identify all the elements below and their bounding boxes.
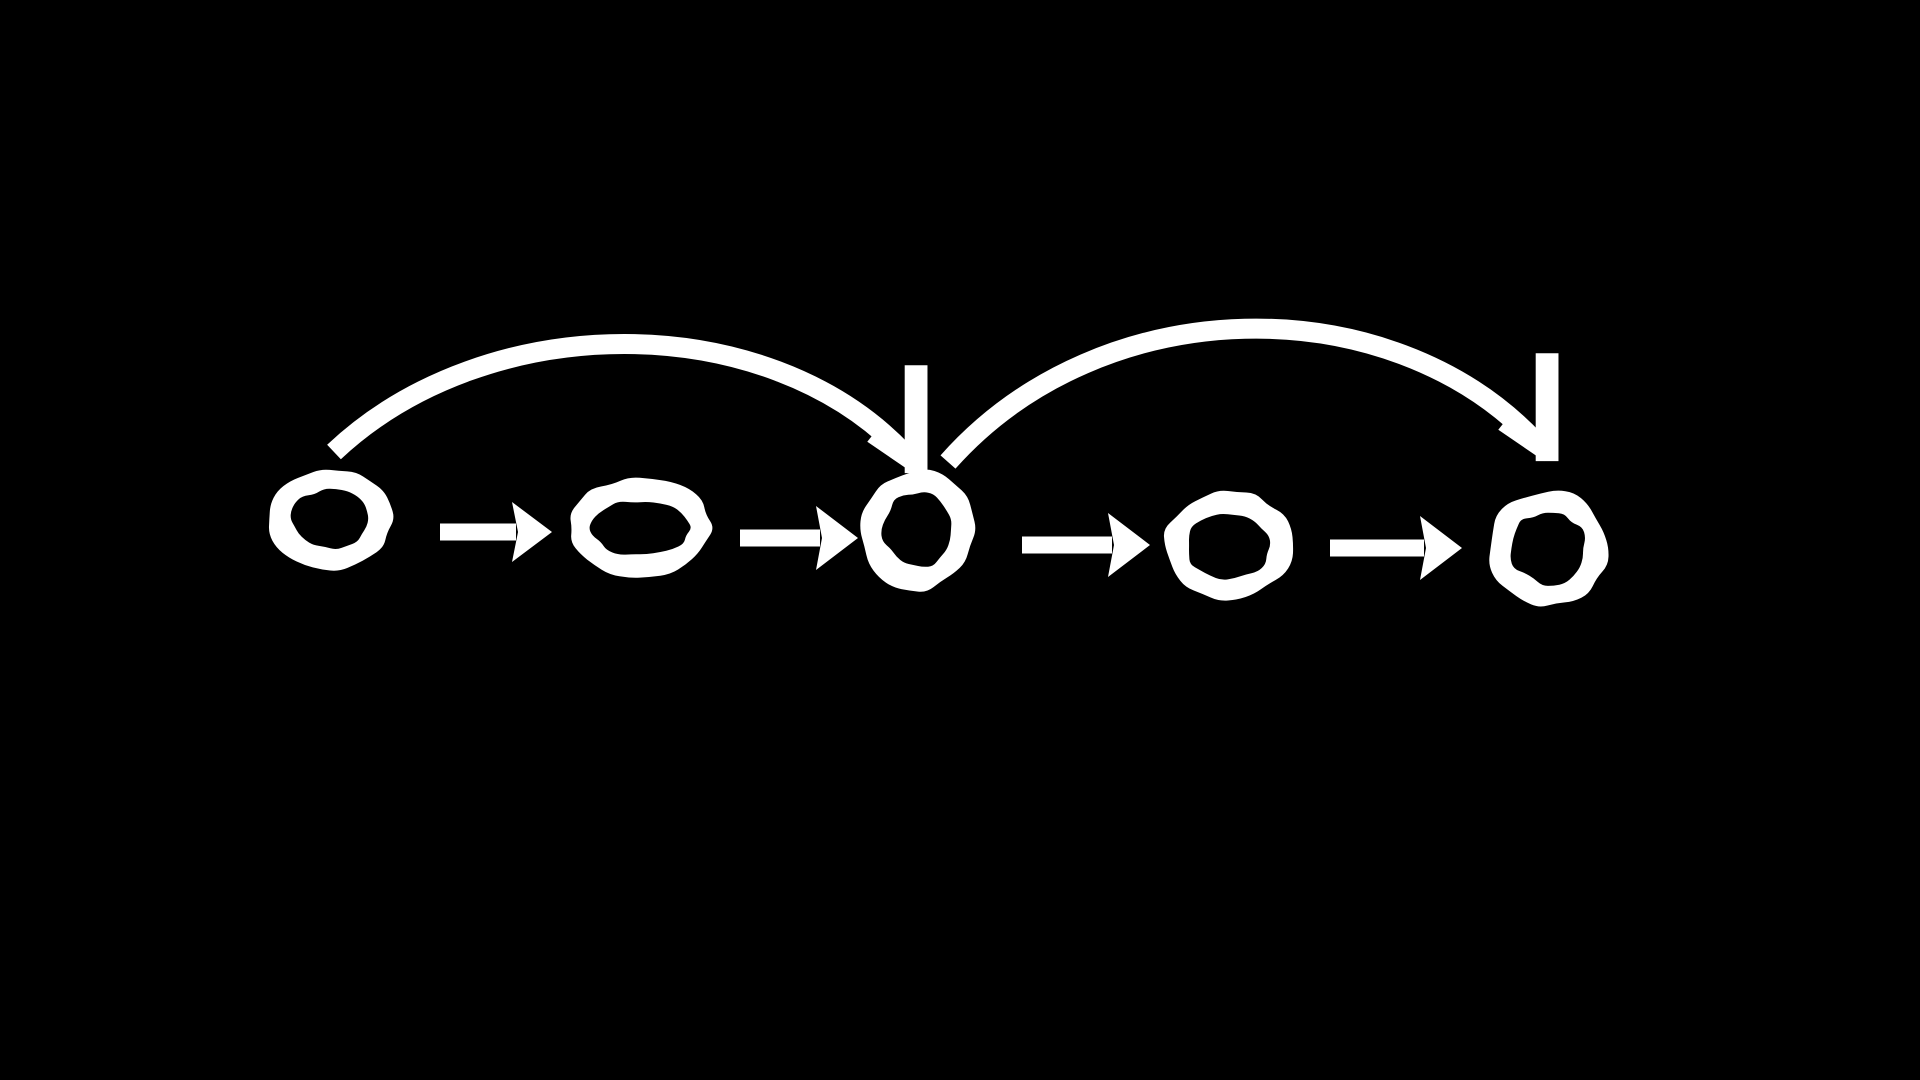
arrow-head-icon	[1108, 513, 1150, 577]
straight-arrows-layer	[440, 502, 1462, 580]
node-outline	[268, 469, 394, 571]
arrow-head-icon	[512, 502, 552, 562]
curved-arrow[interactable]	[327, 334, 928, 474]
nodes-layer	[268, 469, 1609, 607]
arrow-shaft	[740, 529, 820, 547]
graph-node[interactable]	[860, 469, 976, 592]
arrow-head-icon	[1420, 516, 1462, 580]
arrow-shaft	[440, 523, 516, 541]
straight-arrow[interactable]	[740, 506, 858, 570]
graph-node[interactable]	[1489, 490, 1609, 607]
curved-arrows-layer	[327, 318, 1559, 474]
curve-shaft	[327, 334, 911, 460]
graph-node[interactable]	[1163, 490, 1294, 601]
straight-arrow[interactable]	[440, 502, 552, 562]
node-outline	[860, 469, 976, 592]
node-outline	[1163, 490, 1294, 601]
node-outline	[570, 477, 713, 578]
arrow-head-icon	[1498, 353, 1559, 462]
arrow-head-icon	[867, 365, 928, 474]
curved-arrow[interactable]	[940, 318, 1559, 469]
arrow-shaft	[1330, 539, 1424, 557]
arrow-head-icon	[816, 506, 858, 570]
graph-node[interactable]	[570, 477, 713, 578]
node-outline	[1489, 490, 1609, 607]
graph-node[interactable]	[268, 469, 394, 571]
arrow-shaft	[1022, 536, 1112, 554]
straight-arrow[interactable]	[1022, 513, 1150, 577]
straight-arrow[interactable]	[1330, 516, 1462, 580]
curve-shaft	[940, 318, 1542, 469]
